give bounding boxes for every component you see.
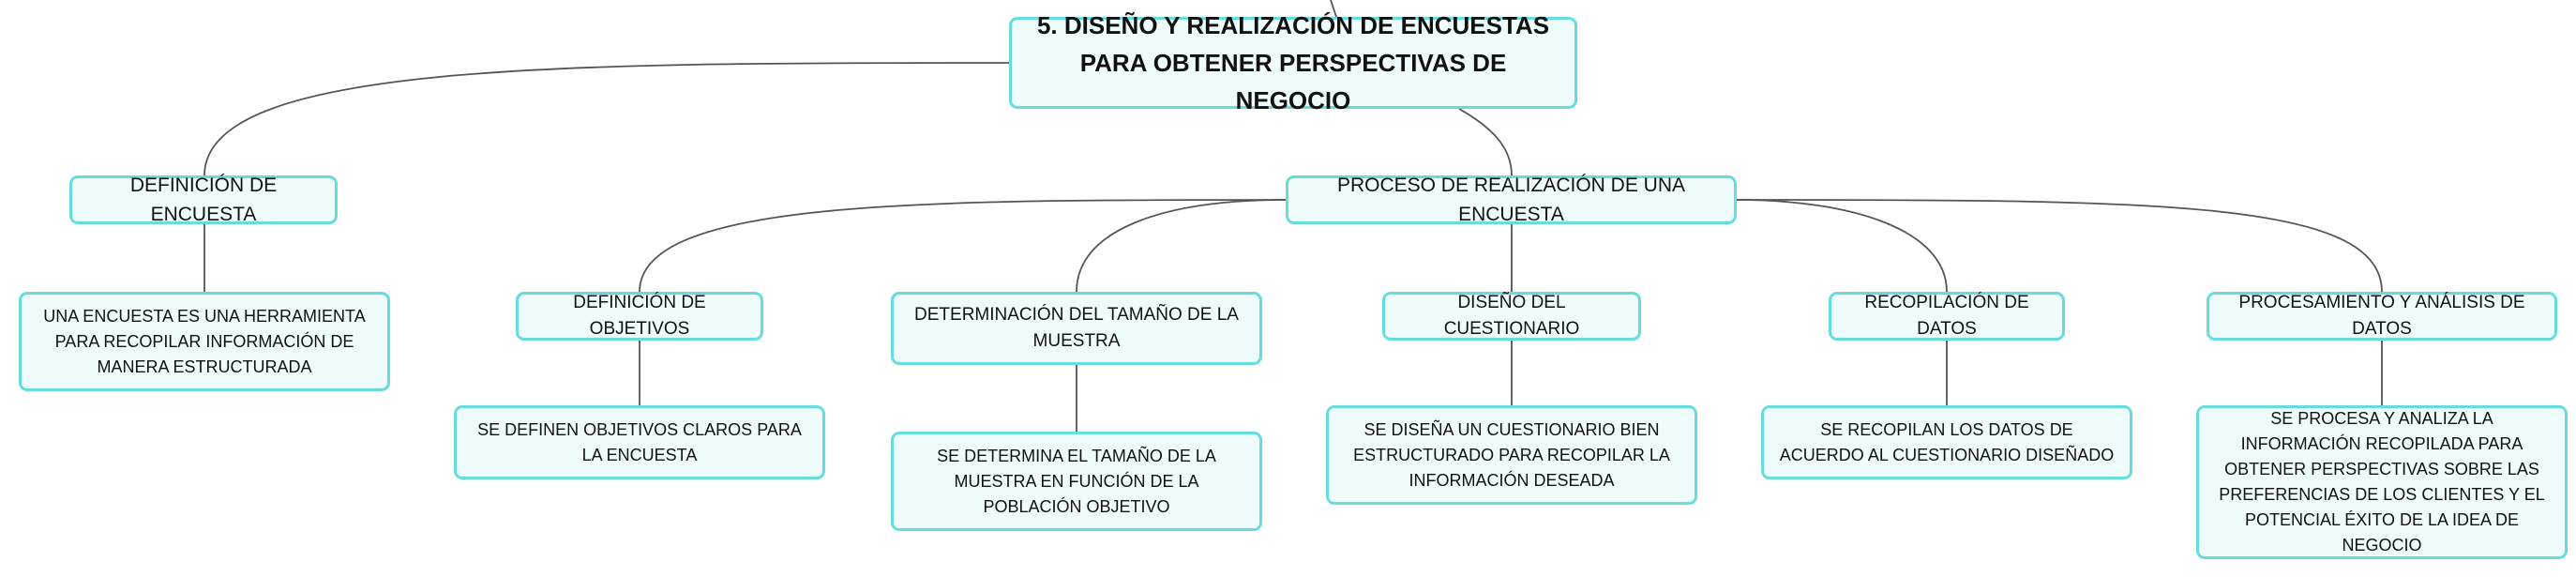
- connector-up: [1330, 0, 1337, 18]
- node-muestra[interactable]: DETERMINACIÓN DEL TAMAÑO DE LA MUESTRA: [891, 292, 1262, 365]
- connector-root-definicion-encuesta: [203, 62, 1010, 176]
- node-label: PROCESO DE REALIZACIÓN DE UNA ENCUESTA: [1336, 174, 1686, 226]
- connector-proceso-recopilacion: [1736, 199, 1948, 293]
- node-label: SE PROCESA Y ANALIZA LA INFORMACIÓN RECO…: [2219, 409, 2545, 554]
- node-label: DISEÑO DEL CUESTIONARIO: [1443, 292, 1580, 340]
- node-label: DETERMINACIÓN DEL TAMAÑO DE LA MUESTRA: [914, 304, 1239, 352]
- node-label: PROCESAMIENTO Y ANÁLISIS DE DATOS: [2238, 292, 2525, 340]
- node-muestra-detalle[interactable]: SE DETERMINA EL TAMAÑO DE LA MUESTRA EN …: [891, 432, 1262, 531]
- node-objetivos[interactable]: DEFINICIÓN DE OBJETIVOS: [516, 292, 763, 341]
- node-objetivos-detalle[interactable]: SE DEFINEN OBJETIVOS CLAROS PARA LA ENCU…: [454, 405, 825, 479]
- node-label: SE RECOPILAN LOS DATOS DE ACUERDO AL CUE…: [1779, 419, 2115, 464]
- node-proceso[interactable]: PROCESO DE REALIZACIÓN DE UNA ENCUESTA: [1286, 175, 1737, 225]
- node-recopilacion[interactable]: RECOPILACIÓN DE DATOS: [1829, 292, 2065, 341]
- root-topic-node[interactable]: 5. DISEÑO Y REALIZACIÓN DE ENCUESTAS PAR…: [1009, 11, 1577, 114]
- node-label: DEFINICIÓN DE ENCUESTA: [129, 174, 278, 226]
- connector-proceso-muestra: [1076, 199, 1287, 293]
- node-definicion-encuesta-detalle[interactable]: UNA ENCUESTA ES UNA HERRAMIENTA PARA REC…: [19, 292, 390, 391]
- node-cuestionario[interactable]: DISEÑO DEL CUESTIONARIO: [1382, 292, 1641, 341]
- node-procesamiento[interactable]: PROCESAMIENTO Y ANÁLISIS DE DATOS: [2207, 292, 2557, 341]
- node-label: SE DISEÑA UN CUESTIONARIO BIEN ESTRUCTUR…: [1353, 419, 1670, 490]
- node-label: DEFINICIÓN DE OBJETIVOS: [573, 292, 706, 340]
- node-definicion-encuesta[interactable]: DEFINICIÓN DE ENCUESTA: [69, 175, 338, 225]
- node-label: UNA ENCUESTA ES UNA HERRAMIENTA PARA REC…: [43, 306, 366, 376]
- root-topic-label: 5. DISEÑO Y REALIZACIÓN DE ENCUESTAS PAR…: [1036, 10, 1550, 115]
- node-procesamiento-detalle[interactable]: SE PROCESA Y ANALIZA LA INFORMACIÓN RECO…: [2196, 405, 2568, 559]
- node-label: SE DEFINEN OBJETIVOS CLAROS PARA LA ENCU…: [477, 419, 802, 464]
- node-cuestionario-detalle[interactable]: SE DISEÑA UN CUESTIONARIO BIEN ESTRUCTUR…: [1326, 405, 1697, 505]
- node-label: RECOPILACIÓN DE DATOS: [1864, 292, 2029, 340]
- connector-proceso-procesamiento: [1736, 199, 2383, 293]
- node-label: SE DETERMINA EL TAMAÑO DE LA MUESTRA EN …: [937, 446, 1216, 516]
- node-recopilacion-detalle[interactable]: SE RECOPILAN LOS DATOS DE ACUERDO AL CUE…: [1761, 405, 2132, 479]
- connector-root-proceso: [1458, 108, 1513, 176]
- connector-proceso-objetivos: [639, 199, 1287, 293]
